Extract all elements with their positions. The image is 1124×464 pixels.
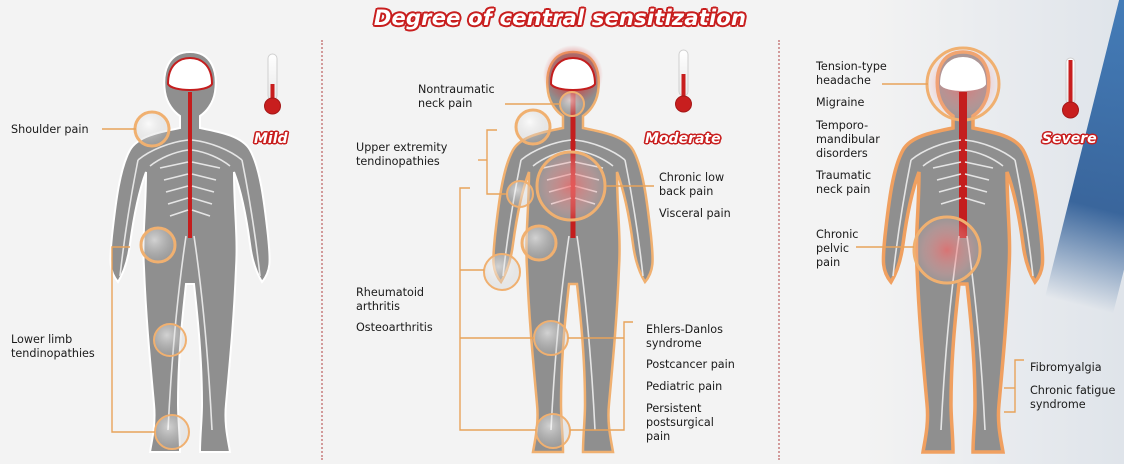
- level-label-mild: Mild: [254, 131, 288, 147]
- level-label-moderate: Moderate: [645, 131, 721, 147]
- label-visceral-pain: Visceral pain: [659, 207, 731, 221]
- body-figure-moderate: [484, 45, 653, 452]
- label-postcancer-pain: Postcancer pain: [646, 358, 735, 372]
- thermometer-icon-mild: [265, 54, 281, 114]
- label-osteoarthritis: Osteoarthritis: [356, 321, 433, 335]
- level-label-severe: Severe: [1042, 131, 1097, 147]
- label-ehlers-danlos-syndrome: Ehlers-Danlos syndrome: [646, 323, 723, 351]
- label-nontraumatic-neck-pain: Nontraumatic neck pain: [418, 83, 495, 111]
- label-traumatic-neck-pain: Traumatic neck pain: [816, 169, 871, 197]
- label-tension-type-headache: Tension-type headache: [816, 60, 887, 88]
- label-shoulder-pain: Shoulder pain: [11, 123, 89, 137]
- label-persistent-postsurgical-pain: Persistent postsurgical pain: [646, 402, 714, 444]
- thermometer-icon-severe: [1063, 58, 1079, 118]
- label-fibromyalgia: Fibromyalgia: [1030, 361, 1102, 375]
- body-figure-severe: [883, 48, 1042, 452]
- body-figure-mild: [110, 52, 269, 452]
- label-migraine: Migraine: [816, 96, 864, 110]
- thermometer-icon-moderate: [676, 50, 692, 112]
- label-chronic-low-back-pain: Chronic low back pain: [659, 171, 724, 199]
- figure-title: Degree of central sensitization: [340, 6, 780, 30]
- label-rheumatoid-arthritis: Rheumatoid arthritis: [356, 286, 424, 314]
- label-chronic-pelvic-pain: Chronic pelvic pain: [816, 228, 858, 270]
- label-lower-limb-tendinopathies: Lower limb tendinopathies: [11, 333, 95, 361]
- label-pediatric-pain: Pediatric pain: [646, 380, 722, 394]
- label-upper-extremity-tendinopathies: Upper extremity tendinopathies: [356, 141, 447, 169]
- label-temporomandibular-disorders: Temporo- mandibular disorders: [816, 119, 880, 161]
- label-chronic-fatigue-syndrome: Chronic fatigue syndrome: [1030, 384, 1115, 412]
